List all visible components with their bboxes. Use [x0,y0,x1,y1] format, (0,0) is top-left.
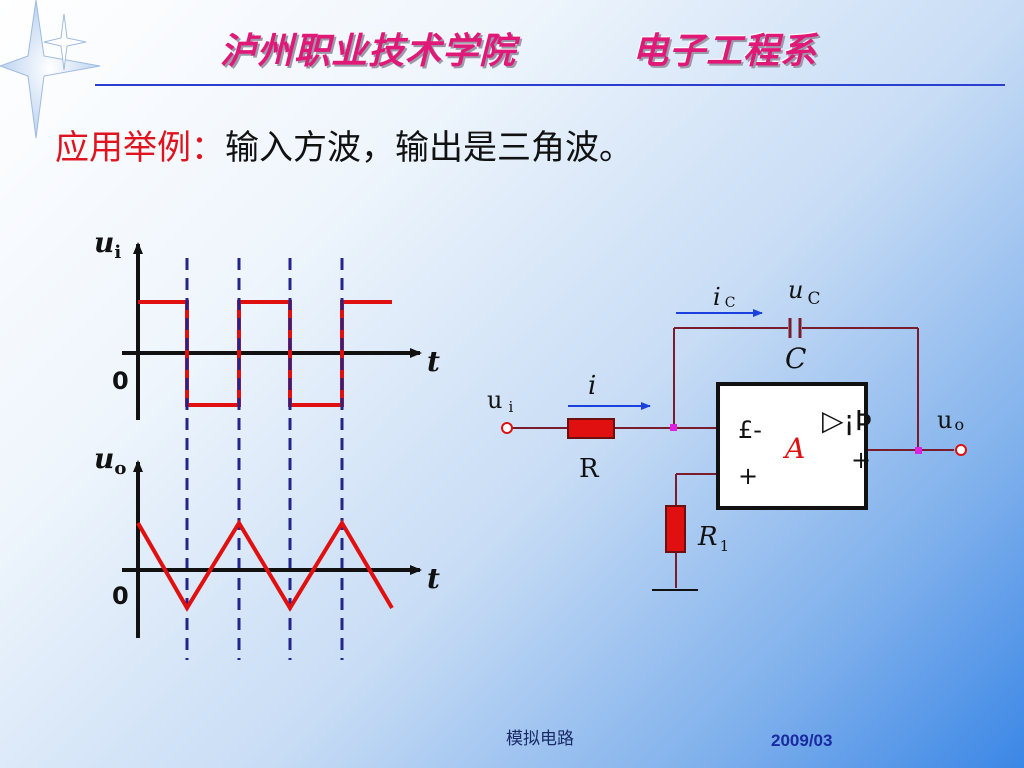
junction-dot [915,447,922,454]
amp-output-plus-label: + [851,446,871,474]
input-origin-label: 0 [112,367,129,395]
sparkle-decoration-icon [0,0,101,139]
output-axis-label: uo [94,442,126,479]
circuit-wires [512,327,954,588]
heading-text: 输入方波，输出是三角波。 [225,128,633,168]
resistor-r [567,418,615,439]
footer-course: 模拟电路 [506,729,574,748]
input-terminal [501,422,513,434]
input-axis-label: ui [94,226,121,263]
header-divider [95,84,1005,86]
slide-heading: 应用举例：输入方波，输出是三角波。 [55,120,633,169]
output-terminal [955,444,967,456]
school-name: 泸州职业技术学院 [220,31,517,72]
resistor-r1 [665,505,686,553]
amp-symbol: ▷¡Þ [822,404,872,437]
capacitor-label: C [785,342,806,375]
output-origin-label: 0 [112,582,129,610]
non-inverting-input-label: + [738,462,758,490]
square-wave [138,300,392,407]
footer-date: 2009/03 [771,731,833,750]
current-i-label: i [588,371,596,401]
inverting-input-label: £- [738,416,762,444]
triangle-wave [136,519,394,612]
resistor-r-label: R [579,454,600,484]
output-waveform: uo t 0 [94,442,440,638]
input-waveform: ui t 0 [94,226,440,420]
heading-lead: 应用举例： [55,128,225,168]
input-time-label: t [427,345,440,378]
op-amp-box [716,382,868,510]
timing-guides [185,258,344,660]
junction-dot [670,424,677,431]
amp-name: A [782,432,805,465]
department-name: 电子工程系 [632,31,818,72]
output-time-label: t [427,562,440,595]
